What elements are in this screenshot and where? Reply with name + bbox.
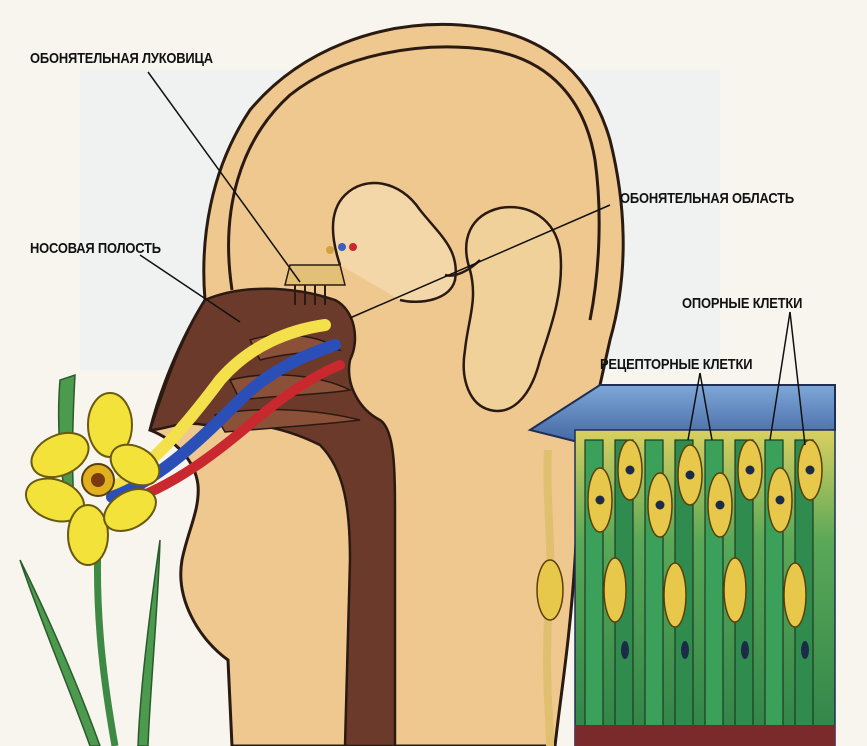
epithelium-base (575, 725, 835, 746)
label-olfactory-bulb: ОБОНЯТЕЛЬНАЯ ЛУКОВИЦА (30, 50, 213, 67)
label-supporting-cells: ОПОРНЫЕ КЛЕТКИ (682, 295, 802, 312)
label-receptor-cells: РЕЦЕПТОРНЫЕ КЛЕТКИ (600, 356, 752, 373)
label-olfactory-area: ОБОНЯТЕЛЬНАЯ ОБЛАСТЬ (620, 190, 794, 207)
label-nasal-cavity: НОСОВАЯ ПОЛОСТЬ (30, 240, 161, 257)
epithelium-detail (530, 385, 835, 746)
